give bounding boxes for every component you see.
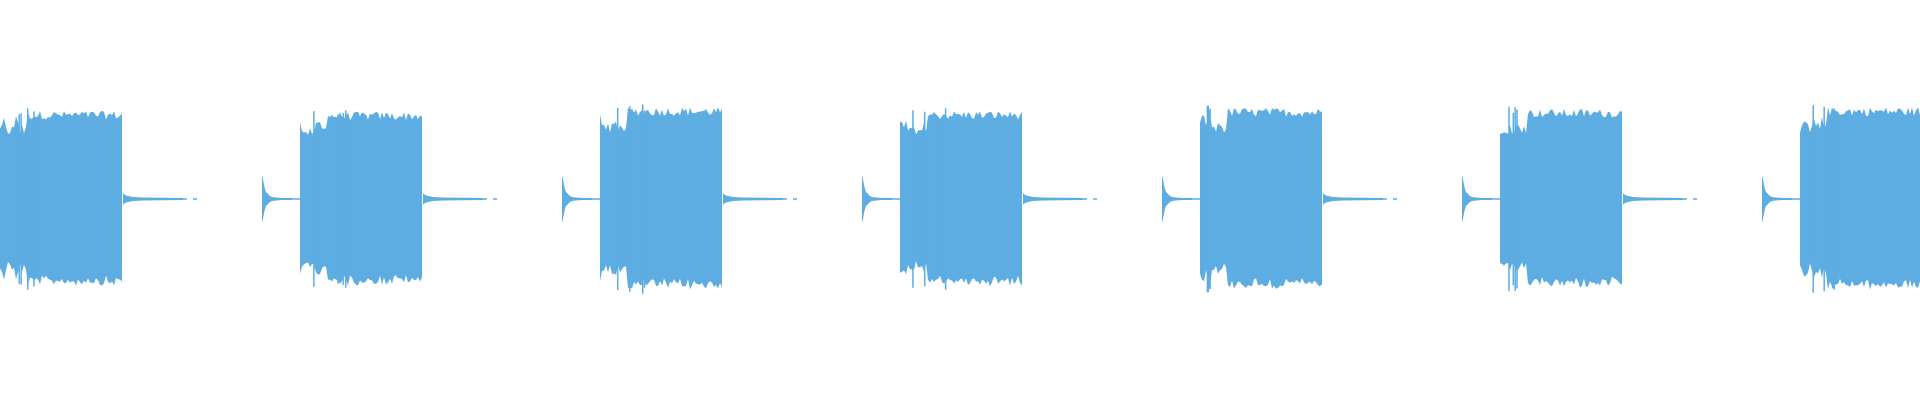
waveform-lead-blip: [1762, 175, 1792, 223]
waveform-burst: [1762, 105, 1920, 293]
waveform-main-burst: [900, 111, 1022, 287]
waveform-lead-blip: [1462, 175, 1492, 223]
waveform-burst: [0, 108, 198, 290]
waveform-bursts: [0, 104, 1920, 294]
waveform-main-burst: [1500, 108, 1622, 288]
waveform-burst: [1462, 106, 1698, 292]
waveform-tail: [723, 193, 783, 205]
waveform-tail: [1323, 193, 1383, 205]
waveform-tail: [1623, 193, 1683, 205]
waveform-main-burst: [0, 110, 122, 286]
waveform-burst: [562, 104, 798, 294]
waveform-lead-blip: [1162, 175, 1192, 223]
waveform-tail: [123, 193, 183, 205]
waveform-main-burst: [1800, 107, 1920, 290]
waveform-tail: [1023, 193, 1083, 205]
waveform-burst: [862, 108, 1098, 290]
waveform-lead-blip: [562, 175, 592, 223]
waveform-burst: [1162, 105, 1398, 293]
waveform-lead-blip: [862, 175, 892, 223]
waveform-main-burst: [300, 111, 422, 286]
waveform-main-burst: [1200, 108, 1322, 289]
waveform-lead-blip: [262, 175, 292, 223]
waveform-tail: [423, 193, 483, 205]
waveform-burst: [262, 110, 498, 288]
